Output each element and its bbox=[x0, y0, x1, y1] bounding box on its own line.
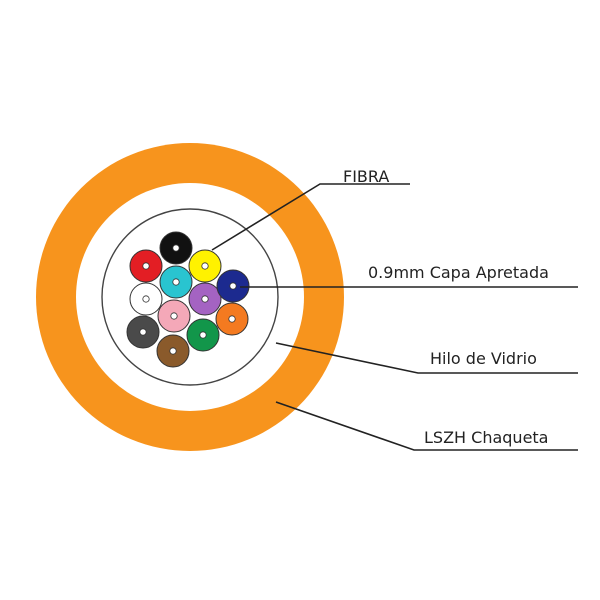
yarn-label: Hilo de Vidrio bbox=[430, 349, 537, 368]
fiber-core bbox=[142, 295, 150, 303]
fiber-brown bbox=[156, 334, 190, 368]
fiber-black bbox=[159, 231, 193, 265]
yarn-leader-line bbox=[275, 342, 578, 374]
fiber-core bbox=[201, 295, 209, 303]
fiber-core bbox=[172, 278, 180, 286]
jacket-label: LSZH Chaqueta bbox=[424, 428, 548, 447]
fiber-core bbox=[201, 262, 209, 270]
fiber-white bbox=[129, 282, 163, 316]
jacket-leader-line bbox=[275, 401, 578, 451]
fiber-core bbox=[139, 328, 147, 336]
fiber-red bbox=[129, 249, 163, 283]
fiber-slate bbox=[126, 315, 160, 349]
fiber-label: FIBRA bbox=[343, 167, 389, 186]
fiber-core bbox=[172, 244, 180, 252]
fiber-yellow bbox=[188, 249, 222, 283]
fiber-core bbox=[229, 282, 237, 290]
fiber-core bbox=[228, 315, 236, 323]
fiber-blue bbox=[216, 269, 250, 303]
fiber-leader-line bbox=[211, 183, 410, 251]
fiber-aqua bbox=[159, 265, 193, 299]
fiber-green bbox=[186, 318, 220, 352]
buffer-label: 0.9mm Capa Apretada bbox=[368, 263, 549, 282]
fiber-core bbox=[170, 312, 178, 320]
fiber-violet bbox=[188, 282, 222, 316]
fiber-core bbox=[169, 347, 177, 355]
fiber-orange bbox=[215, 302, 249, 336]
fiber-bundle bbox=[126, 231, 250, 368]
fiber-rose bbox=[157, 299, 191, 333]
fiber-core bbox=[142, 262, 150, 270]
fiber-core bbox=[199, 331, 207, 339]
